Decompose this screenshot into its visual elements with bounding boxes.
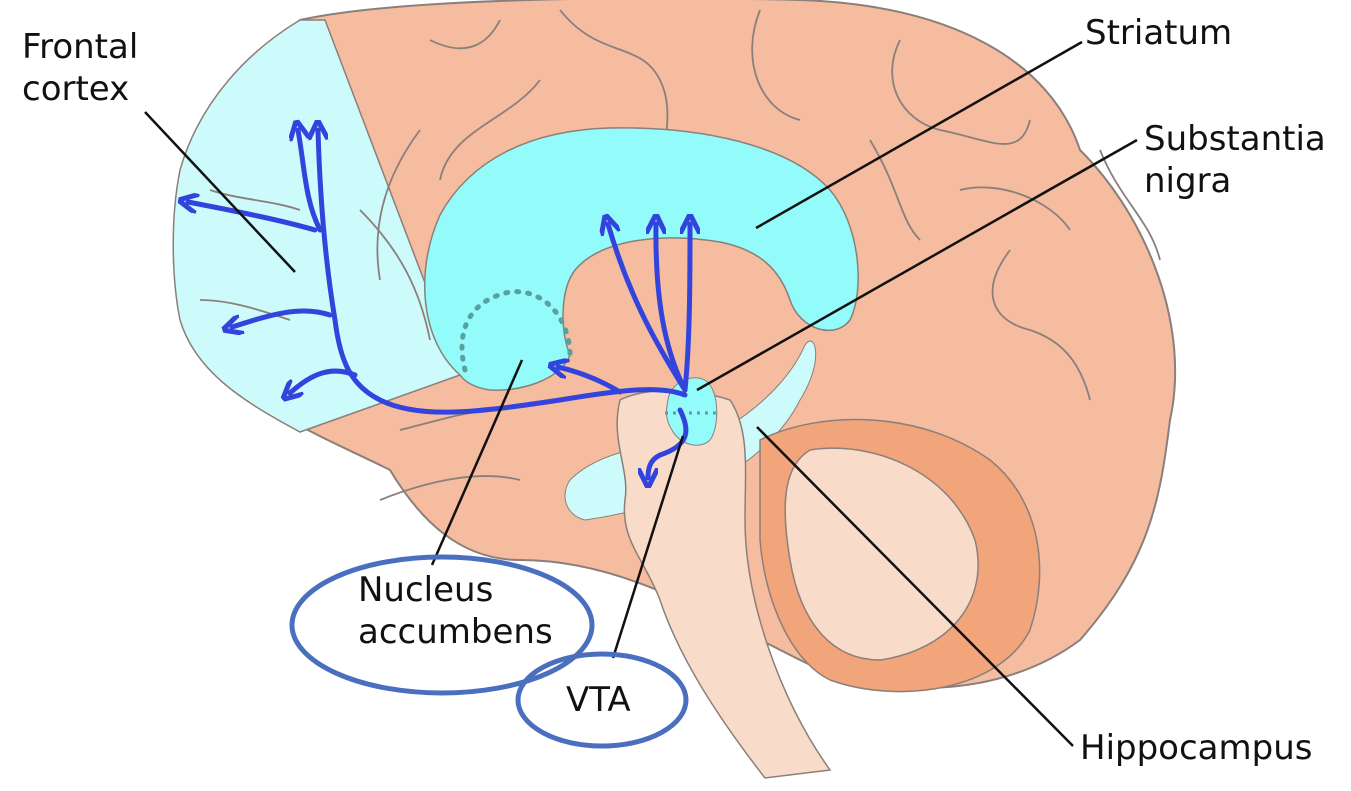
substantia-nigra-label-line-1: Substantia [1144, 118, 1326, 160]
frontal-cortex-label-line-1: Frontal [22, 26, 138, 68]
striatum-label: Striatum [1085, 12, 1232, 54]
substantia-nigra-label: Substantia nigra [1144, 118, 1326, 202]
frontal-cortex-label-line-2: cortex [22, 68, 138, 110]
nucleus-accumbens-label: Nucleus accumbens [358, 569, 553, 653]
frontal-cortex-label: Frontal cortex [22, 26, 138, 110]
nucleus-accumbens-label-line-1: Nucleus [358, 569, 553, 611]
hippocampus-label: Hippocampus [1080, 727, 1312, 769]
nucleus-accumbens-label-line-2: accumbens [358, 611, 553, 653]
vta-label: VTA [566, 679, 631, 721]
substantia-nigra-label-line-2: nigra [1144, 160, 1326, 202]
